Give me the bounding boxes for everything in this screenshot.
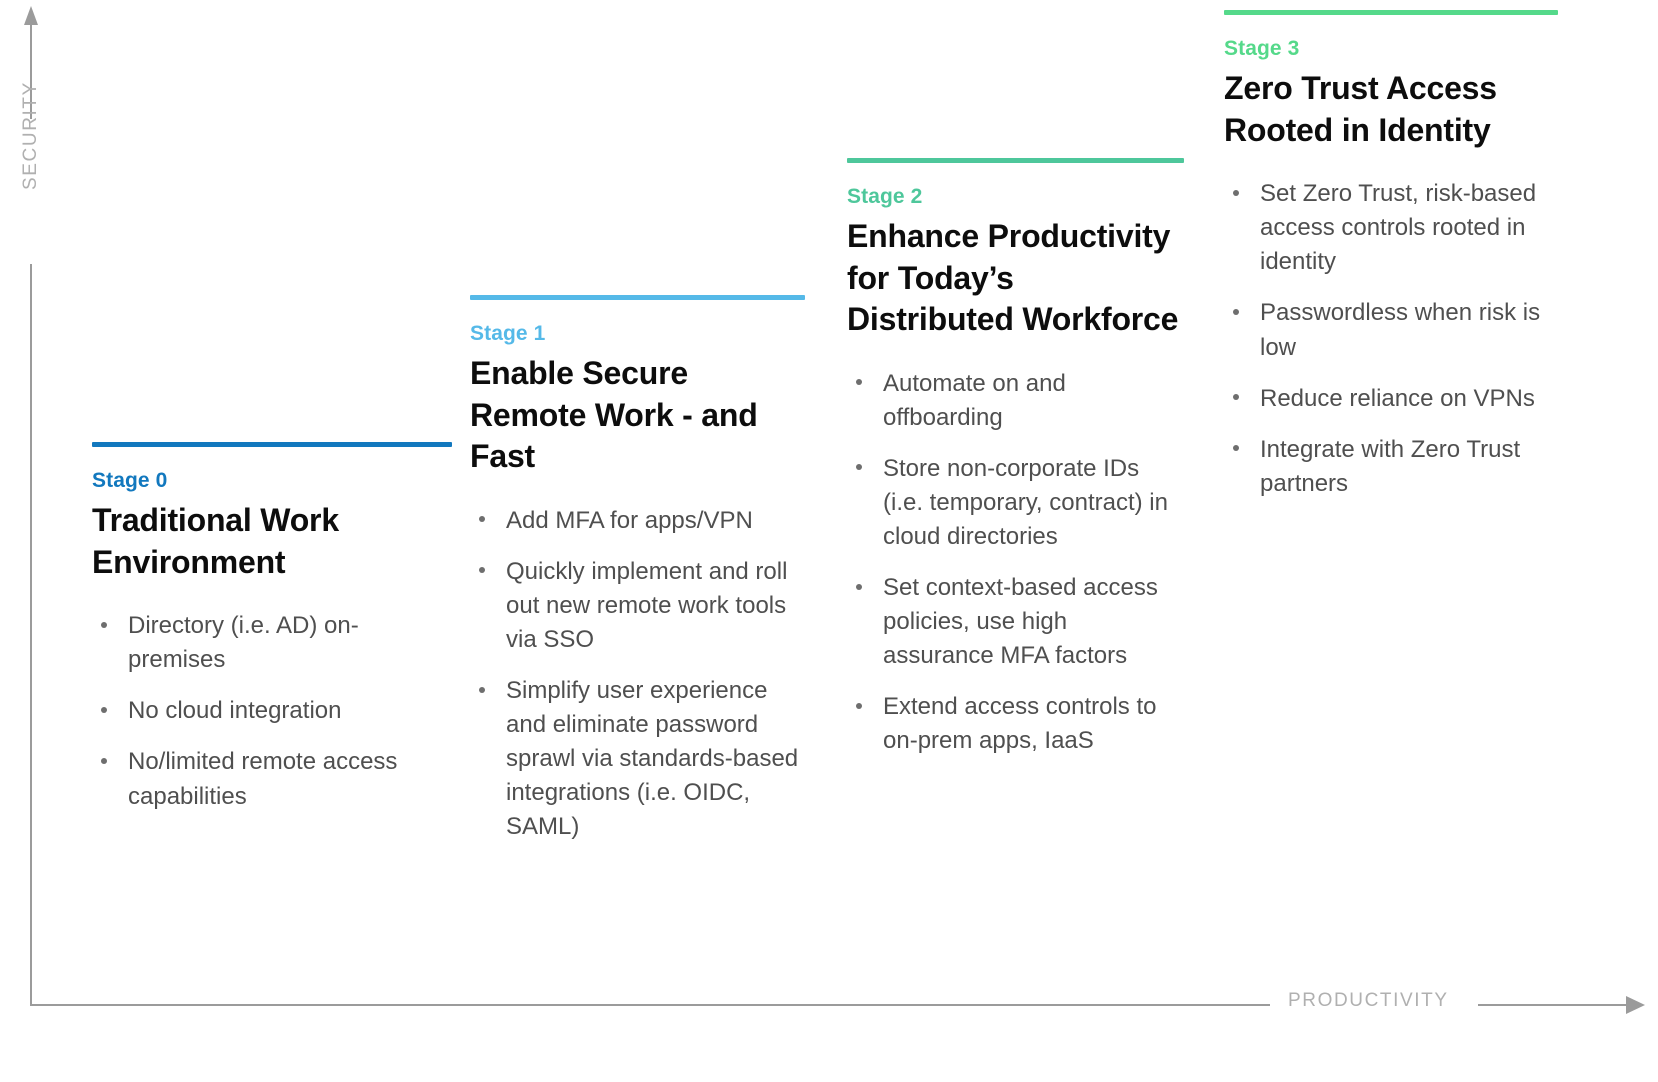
productivity-axis: PRODUCTIVITY (30, 990, 1658, 1014)
bullet-icon (479, 516, 485, 523)
stage-bullets-1: Add MFA for apps/VPN Quickly implement a… (470, 504, 805, 845)
security-axis: SECURITY (20, 6, 41, 1006)
list-item-text: Quickly implement and roll out new remot… (506, 557, 788, 654)
list-item: Automate on and offboarding (847, 367, 1184, 435)
productivity-axis-line-right (1478, 1004, 1628, 1006)
list-item: No cloud integration (92, 694, 452, 728)
bullet-icon (1233, 189, 1239, 196)
bullet-icon (101, 621, 107, 628)
list-item: Passwordless when risk is low (1224, 296, 1558, 364)
list-item: Set context-based access policies, use h… (847, 571, 1184, 673)
list-item: Reduce reliance on VPNs (1224, 382, 1558, 416)
stage-title-1: Enable Secure Remote Work - and Fast (470, 355, 758, 475)
bullet-icon (1233, 308, 1239, 315)
bullet-icon (856, 583, 862, 590)
stage-eyebrow-1: Stage 1 (470, 322, 546, 345)
bullet-icon (856, 379, 862, 386)
stage-card-3: Stage 3 Zero Trust Access Rooted in Iden… (1224, 10, 1558, 501)
stage-eyebrow-0: Stage 0 (92, 469, 168, 492)
stage-title-3: Zero Trust Access Rooted in Identity (1224, 70, 1497, 148)
stage-bullets-2: Automate on and offboarding Store non-co… (847, 367, 1184, 759)
list-item-text: Store non-corporate IDs (i.e. temporary,… (883, 454, 1168, 551)
list-item-text: Reduce reliance on VPNs (1260, 384, 1535, 412)
bullet-icon (1233, 445, 1239, 452)
stage-card-2: Stage 2 Enhance Productivity for Today’s… (847, 158, 1184, 759)
security-axis-line-upper (30, 24, 32, 119)
list-item: Set Zero Trust, risk-based access contro… (1224, 177, 1558, 279)
list-item-text: Set context-based access policies, use h… (883, 574, 1158, 670)
list-item-text: Passwordless when risk is low (1260, 299, 1541, 361)
arrow-right-icon (1626, 996, 1645, 1014)
stage-rule-2 (847, 158, 1184, 163)
list-item: Extend access controls to on-prem apps, … (847, 690, 1184, 758)
list-item-text: Automate on and offboarding (883, 369, 1066, 431)
list-item: Integrate with Zero Trust partners (1224, 433, 1558, 501)
list-item-text: Simplify user experience and eliminate p… (506, 677, 799, 841)
stage-title-0: Traditional Work Environment (92, 502, 339, 580)
bullet-icon (856, 702, 862, 709)
stage-rule-0 (92, 442, 452, 447)
list-item: Directory (i.e. AD) on-premises (92, 609, 452, 677)
list-item-text: No/limited remote access capabilities (128, 748, 398, 810)
list-item: Simplify user experience and eliminate p… (470, 674, 805, 844)
security-axis-label: SECURITY (20, 81, 41, 190)
stage-eyebrow-3: Stage 3 (1224, 37, 1300, 60)
bullet-icon (1233, 394, 1239, 401)
productivity-axis-line-left (30, 1004, 1270, 1006)
bullet-icon (479, 686, 485, 693)
bullet-icon (101, 706, 107, 713)
list-item-text: Integrate with Zero Trust partners (1260, 435, 1521, 497)
stage-rule-1 (470, 295, 805, 300)
list-item: Store non-corporate IDs (i.e. temporary,… (847, 452, 1184, 554)
list-item: No/limited remote access capabilities (92, 745, 452, 813)
stage-eyebrow-2: Stage 2 (847, 185, 923, 208)
stage-rule-3 (1224, 10, 1558, 15)
bullet-icon (101, 757, 107, 764)
list-item-text: Extend access controls to on-prem apps, … (883, 693, 1157, 755)
productivity-axis-label: PRODUCTIVITY (1288, 990, 1449, 1011)
security-axis-line-lower (30, 264, 32, 1006)
stage-card-1: Stage 1 Enable Secure Remote Work - and … (470, 295, 805, 844)
stage-title-2: Enhance Productivity for Today’s Distrib… (847, 218, 1179, 338)
bullet-icon (856, 464, 862, 471)
list-item-text: No cloud integration (128, 697, 342, 725)
list-item: Quickly implement and roll out new remot… (470, 555, 805, 657)
stage-bullets-0: Directory (i.e. AD) on-premises No cloud… (92, 609, 452, 813)
list-item-text: Directory (i.e. AD) on-premises (128, 612, 359, 674)
list-item-text: Add MFA for apps/VPN (506, 506, 753, 534)
stage-card-0: Stage 0 Traditional Work Environment Dir… (92, 442, 452, 814)
list-item: Add MFA for apps/VPN (470, 504, 805, 538)
list-item-text: Set Zero Trust, risk-based access contro… (1260, 180, 1537, 276)
arrow-up-icon (24, 6, 38, 25)
bullet-icon (479, 567, 485, 574)
stage-bullets-3: Set Zero Trust, risk-based access contro… (1224, 177, 1558, 501)
